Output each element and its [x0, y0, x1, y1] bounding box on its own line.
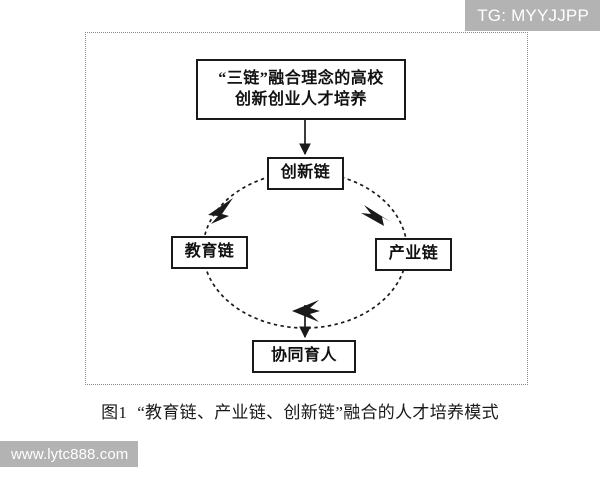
node-education-chain: 教育链	[171, 236, 248, 269]
figure-caption-label: 图1	[101, 403, 128, 422]
node-top-line2: 创新创业人才培养	[234, 90, 367, 108]
diagram-frame	[85, 32, 528, 385]
figure-caption: 图1 “教育链、产业链、创新链”融合的人才培养模式	[0, 398, 600, 423]
node-education-chain-label: 教育链	[184, 243, 235, 261]
watermark-bottom-left-text: www.lytc888.com	[11, 445, 129, 463]
node-innovation-chain: 创新链	[267, 157, 344, 190]
node-collaborative-education-label: 协同育人	[270, 347, 337, 365]
watermark-top-right: TG: MYYJJPP	[465, 0, 600, 31]
node-industry-chain: 产业链	[375, 238, 452, 271]
figure-caption-text: “教育链、产业链、创新链”融合的人才培养模式	[137, 403, 499, 422]
node-innovation-chain-label: 创新链	[280, 164, 331, 182]
node-top-line1: “三链”融合理念的高校	[218, 70, 384, 88]
node-top-concept: “三链”融合理念的高校 创新创业人才培养	[196, 59, 406, 120]
node-collaborative-education: 协同育人	[252, 340, 356, 373]
watermark-bottom-left: www.lytc888.com	[0, 441, 139, 467]
node-industry-chain-label: 产业链	[388, 245, 439, 263]
watermark-top-right-text: TG: MYYJJPP	[477, 5, 589, 25]
